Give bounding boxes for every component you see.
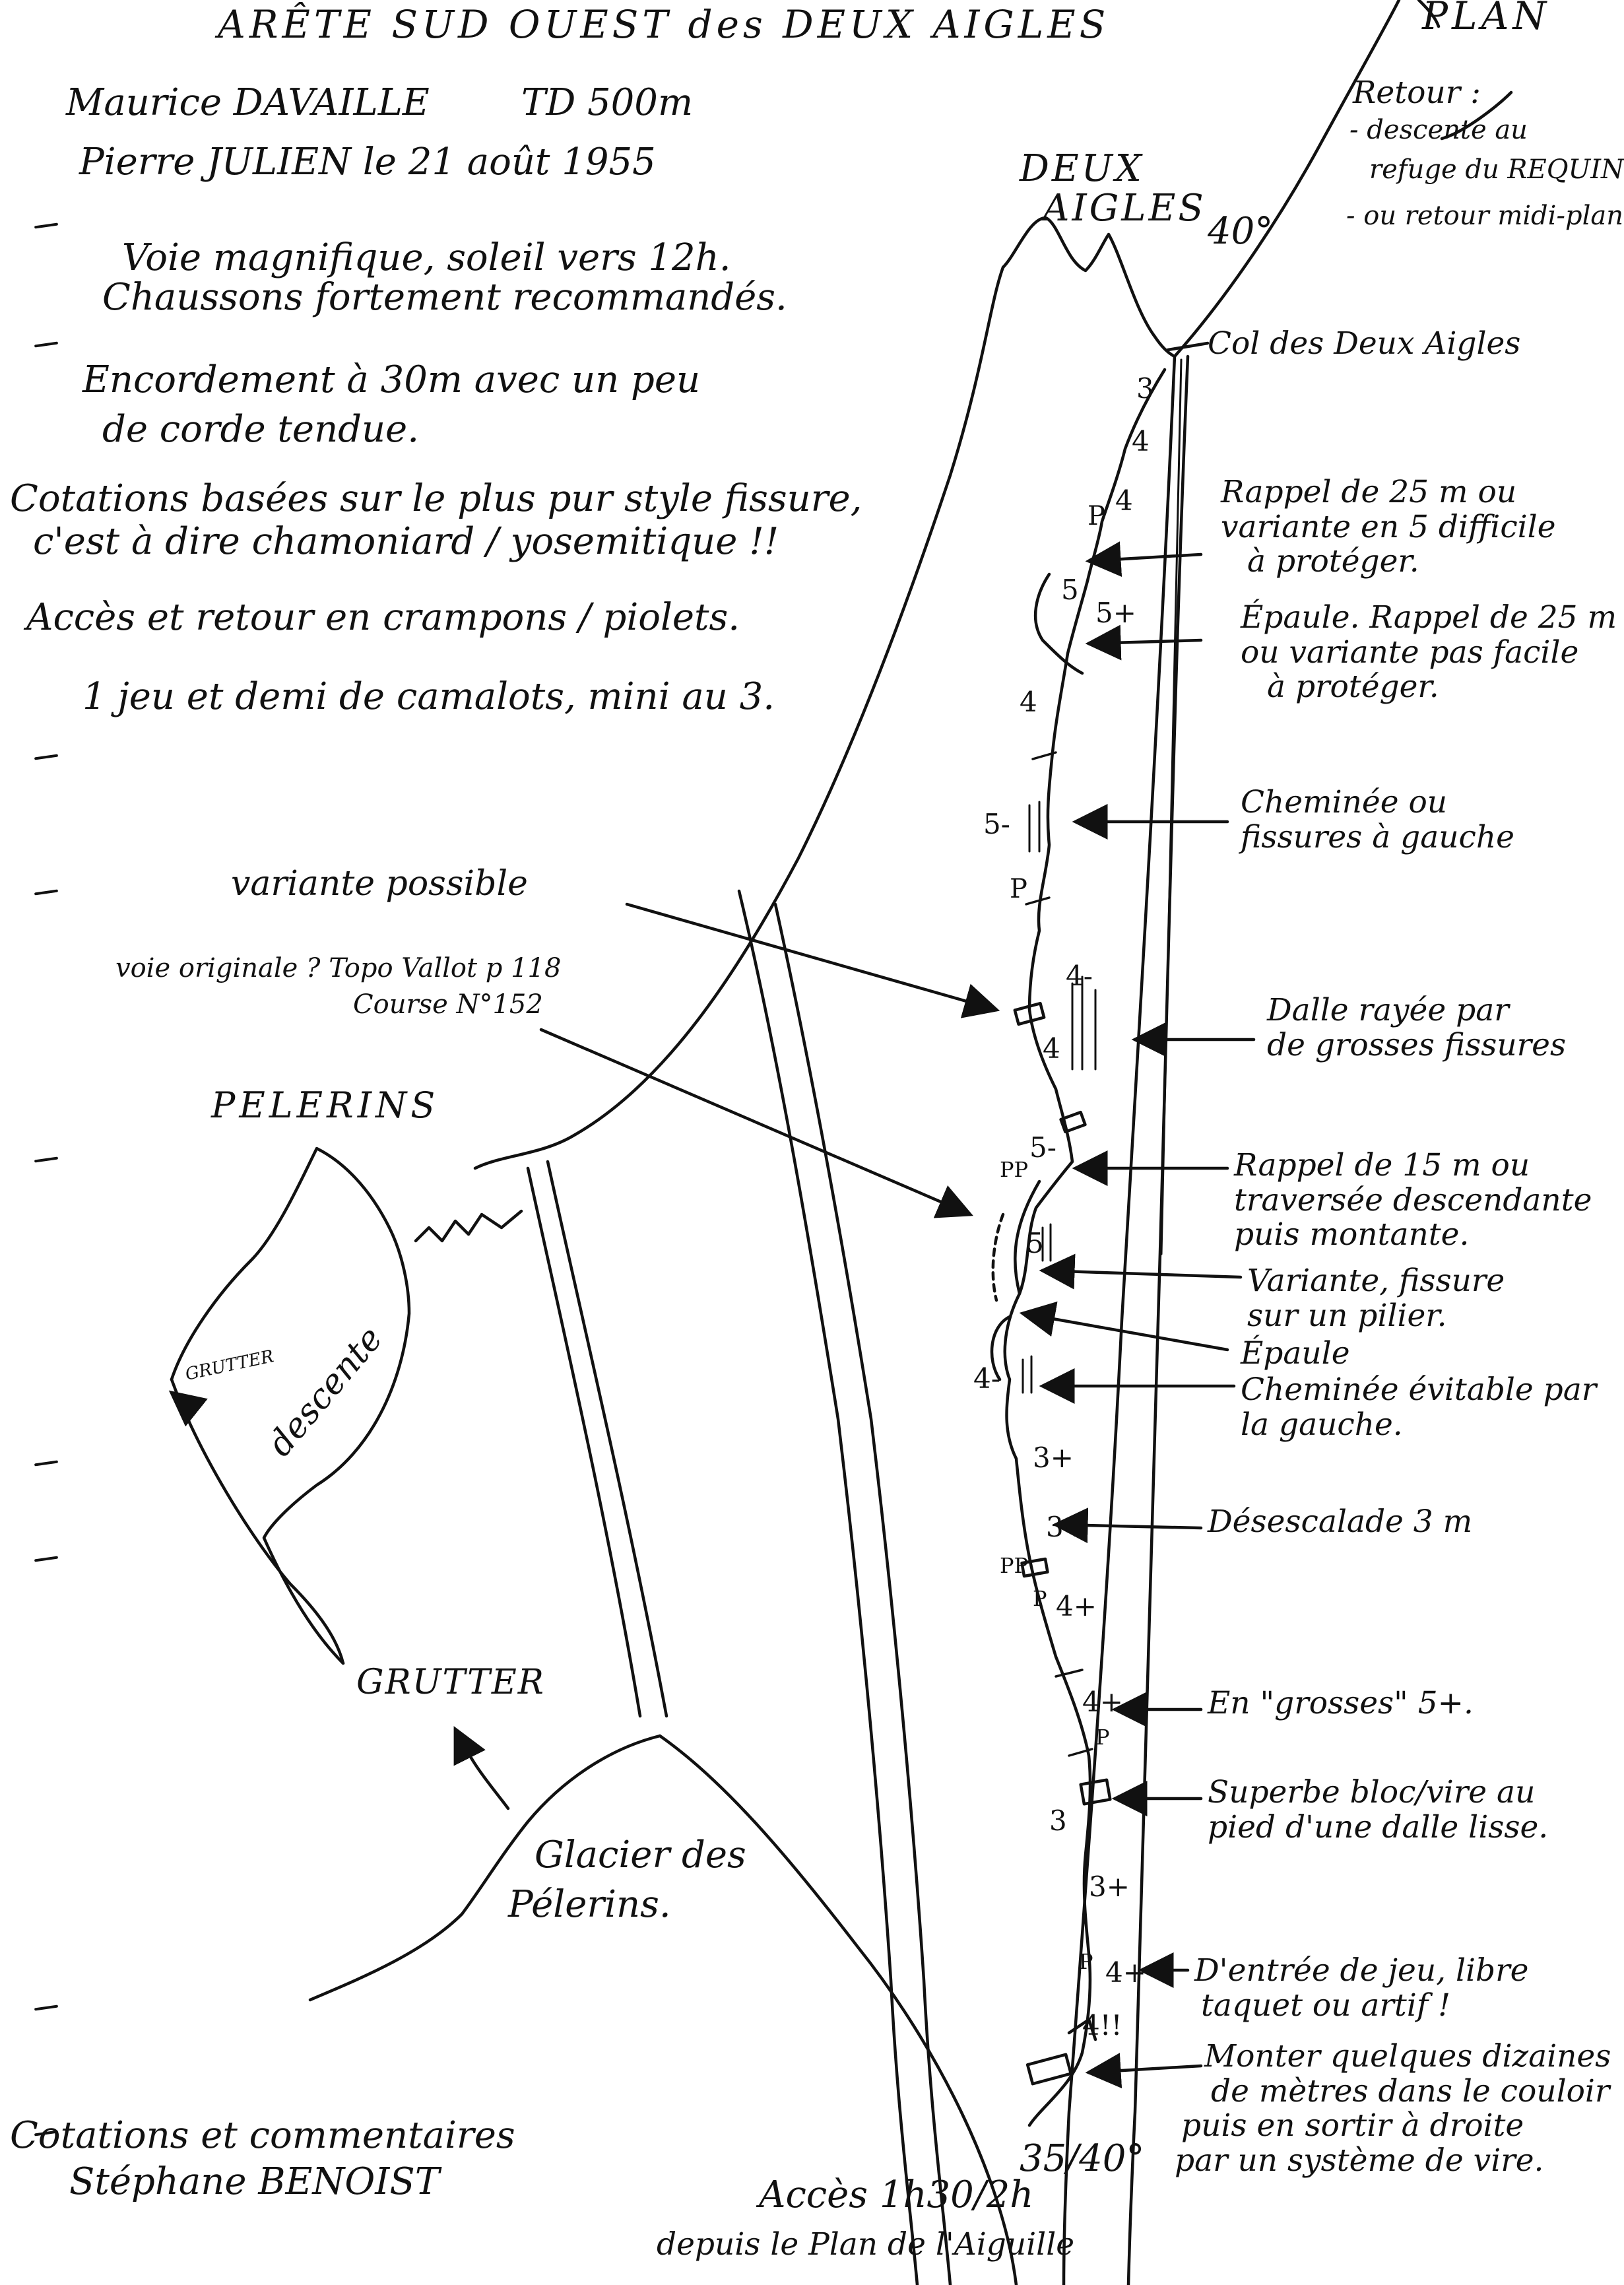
annotation-desescalade: Désescalade 3 m [1208, 1504, 1473, 1540]
voie-originale-label: voie originale ? Topo Vallot p 118 [115, 953, 562, 983]
annotation-superbe-bloc: Superbe bloc/vire au pied d'une dalle li… [1208, 1774, 1549, 1845]
topo-drawing [168, 0, 1513, 2285]
acces-time: Accès 1h30/2h [759, 2173, 1034, 2216]
climber-2-date: Pierre JULIEN le 21 août 1955 [79, 141, 656, 183]
pitch-grade: 4- [1066, 960, 1093, 992]
pitch-grade: 5+ [1095, 597, 1136, 629]
col-label: Col des Deux Aigles [1208, 325, 1521, 362]
pitch-grade: 3+ [1046, 1511, 1087, 1543]
credit-author: Stéphane BENOIST [69, 2160, 440, 2203]
pitch-grade: 4+ [1105, 1956, 1146, 1989]
pitch-grade: 5 [1061, 574, 1079, 606]
belay-piton: P [1095, 1725, 1110, 1750]
pitch-grade: 4- [973, 1362, 1000, 1395]
summit-name: DEUX [1020, 147, 1144, 190]
note: Chaussons fortement recommandés. [102, 276, 787, 319]
course-number-label: Course N°152 [353, 989, 543, 1020]
pitch-grade: 5- [983, 808, 1010, 840]
arrow-variante [625, 902, 1000, 1018]
note: c'est à dire chamoniard / yosemitique !! [33, 520, 779, 563]
annotation-monter-couloir: Monter quelques dizaines de mètres dans … [1175, 2038, 1611, 2179]
belay-piton: P [1088, 501, 1105, 531]
pitch-grade: 5 [1026, 1227, 1044, 1259]
climber-1: Maurice DAVAILLE [66, 81, 430, 124]
pitch-grade: 4 [1020, 686, 1037, 718]
pitch-grade: 3 [1136, 372, 1154, 405]
credit-line: Cotations et commentaires [10, 2114, 515, 2157]
grutter-label: GRUTTER [356, 1663, 545, 1702]
pitch-grade: 4 [1043, 1032, 1060, 1065]
note: Voie magnifique, soleil vers 12h. [122, 236, 731, 279]
route-title: ARÊTE SUD OUEST des DEUX AIGLES [218, 2, 1110, 47]
note: 1 jeu et demi de camalots, mini au 3. [82, 675, 775, 718]
annotation-rappel-15: Rappel de 15 m ou traversée descendante … [1234, 1147, 1592, 1253]
retour-line: Retour : [1353, 75, 1481, 111]
angle-bottom: 35/40° [1020, 2137, 1145, 2180]
pitch-grade: 4!! [1082, 2009, 1122, 2041]
note: de corde tendue. [102, 408, 419, 451]
route-line [1003, 368, 1167, 2127]
pelerins-profile [170, 1146, 411, 1665]
annotation-variante-pilier: Variante, fissure sur un pilier. [1247, 1263, 1505, 1334]
variante-label: variante possible [231, 864, 528, 904]
pitch-grade: 5- [1029, 1131, 1056, 1164]
summit-profile [1001, 216, 1177, 358]
pitch-grade: 4 [1132, 425, 1150, 457]
pitch-grade: 4+ [1056, 1590, 1097, 1622]
pitch-grade: 3+ [1033, 1441, 1074, 1474]
arrow-voie-originale [539, 1028, 973, 1218]
annotation-epaule-rappel: Épaule. Rappel de 25 m ou variante pas f… [1241, 599, 1617, 706]
pitch-grade: 4+ [1082, 1686, 1123, 1718]
glacier-label: Glacier des [535, 1834, 746, 1876]
annotation-epaule: Épaule [1241, 1335, 1350, 1372]
left-ridge-line [473, 265, 1005, 1170]
retour-line: - descente au [1349, 115, 1528, 145]
annotation-dalle: Dalle rayée par de grosses fissures [1267, 992, 1567, 1063]
pitch-grade: 4 [1115, 484, 1133, 517]
belay-double-piton: PP [1000, 1553, 1029, 1578]
pelerins-label: PELERINS [211, 1084, 439, 1126]
topo-sheet: { "header": { "title": "ARÊTE SUD OUEST … [10, 0, 1624, 2285]
arrow-grutter-small [168, 1390, 208, 1427]
acces-from: depuis le Plan de l'Aiguille [657, 2226, 1075, 2263]
annotation-grosses-5: En "grosses" 5+. [1208, 1685, 1474, 1721]
right-mountain [658, 1734, 1018, 2285]
couloir-right [1126, 354, 1190, 2285]
retour-line: refuge du REQUIN [1369, 154, 1624, 185]
couloir-left [1062, 354, 1177, 2285]
glacier-label: Pélerins. [508, 1883, 671, 1926]
annotation-cheminee-evitable: Cheminée évitable par la gauche. [1241, 1372, 1597, 1443]
belay-piton: P [1079, 1949, 1093, 1974]
note: Encordement à 30m avec un peu [82, 358, 701, 401]
pitch-grade: 3 [1049, 1805, 1067, 1837]
belay-piton: P [1010, 874, 1027, 904]
belay-double-piton: PP [1000, 1157, 1029, 1182]
plan-label: PLAN [1422, 0, 1551, 38]
east-ridge-line [1173, 0, 1401, 358]
retour-line: - ou retour midi-plan [1346, 201, 1623, 231]
annotation-cheminee: Cheminée ou fissures à gauche [1241, 784, 1514, 855]
pitch-grade: 3+ [1089, 1871, 1130, 1903]
grade-length: TD 500m [521, 81, 694, 124]
note: Accès et retour en crampons / piolets. [26, 596, 740, 639]
angle-top: 40° [1208, 210, 1274, 253]
belay-piton: P [1033, 1586, 1047, 1611]
annotation-entree-de-jeu: D'entrée de jeu, libre taquet ou artif ! [1194, 1952, 1529, 2024]
arrow-grutter [453, 1726, 510, 1810]
note: Cotations basées sur le plus pur style f… [10, 477, 862, 520]
summit-name: AIGLES [1043, 187, 1206, 230]
annotation-rappel-25: Rappel de 25 m ou variante en 5 difficil… [1221, 474, 1556, 580]
